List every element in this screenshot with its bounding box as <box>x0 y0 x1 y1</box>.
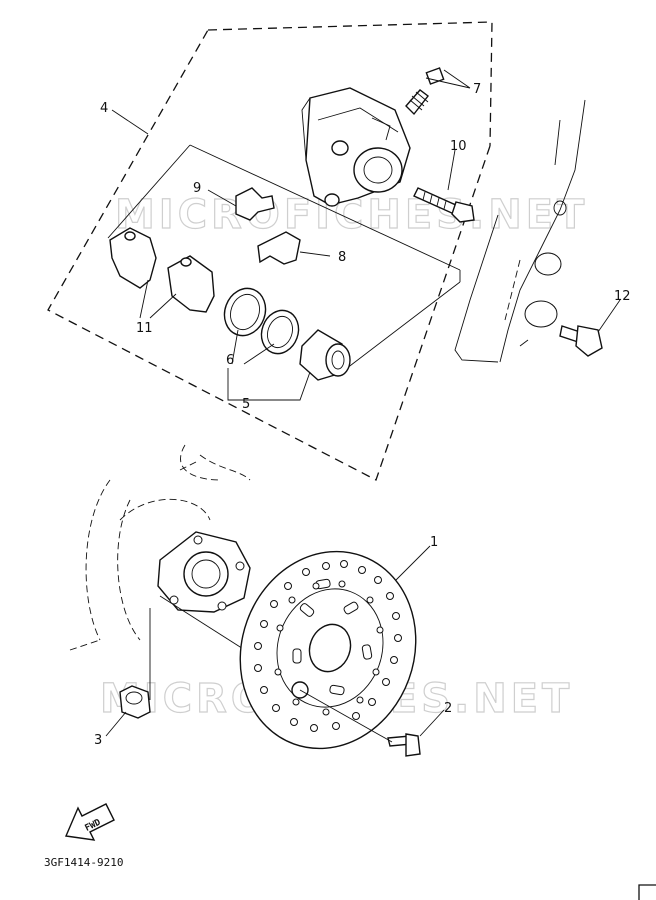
diagram-code: 3GF1414-9210 <box>44 856 123 869</box>
disc-drilled-holes <box>254 560 402 732</box>
callout-11: 11 <box>136 321 153 336</box>
piston-seals <box>223 287 300 355</box>
front-fork-leg <box>454 99 586 363</box>
disc-bolt <box>299 689 421 757</box>
callout-12: 12 <box>614 289 631 304</box>
pad-support-9 <box>235 187 275 221</box>
caliper-body <box>301 87 411 207</box>
pad-support-8 <box>257 231 301 265</box>
caliper-bolt <box>413 187 475 223</box>
callout-1: 1 <box>430 535 438 550</box>
callout-7: 7 <box>473 82 481 97</box>
collar-nut <box>119 608 151 719</box>
callout-2: 2 <box>444 701 452 716</box>
callout-9: 9 <box>193 181 201 196</box>
corner-crop-mark <box>638 884 656 900</box>
leader-lines <box>105 69 621 737</box>
callout-10: 10 <box>450 139 467 154</box>
caliper-assembly-boundary <box>47 21 493 481</box>
callout-8: 8 <box>338 250 346 265</box>
wheel-hub <box>69 444 251 653</box>
callout-3: 3 <box>94 733 102 748</box>
brake-pads <box>109 227 215 313</box>
caliper-piston <box>299 329 351 381</box>
internal-parts-frame <box>107 144 461 376</box>
callout-4: 4 <box>100 101 108 116</box>
caliper-mount-bolt <box>559 325 603 357</box>
forward-arrow: FWD <box>64 803 115 841</box>
callout-5: 5 <box>242 397 250 412</box>
callout-6: 6 <box>226 353 234 368</box>
brake-disc <box>239 550 417 750</box>
bleed-screw <box>405 67 445 116</box>
